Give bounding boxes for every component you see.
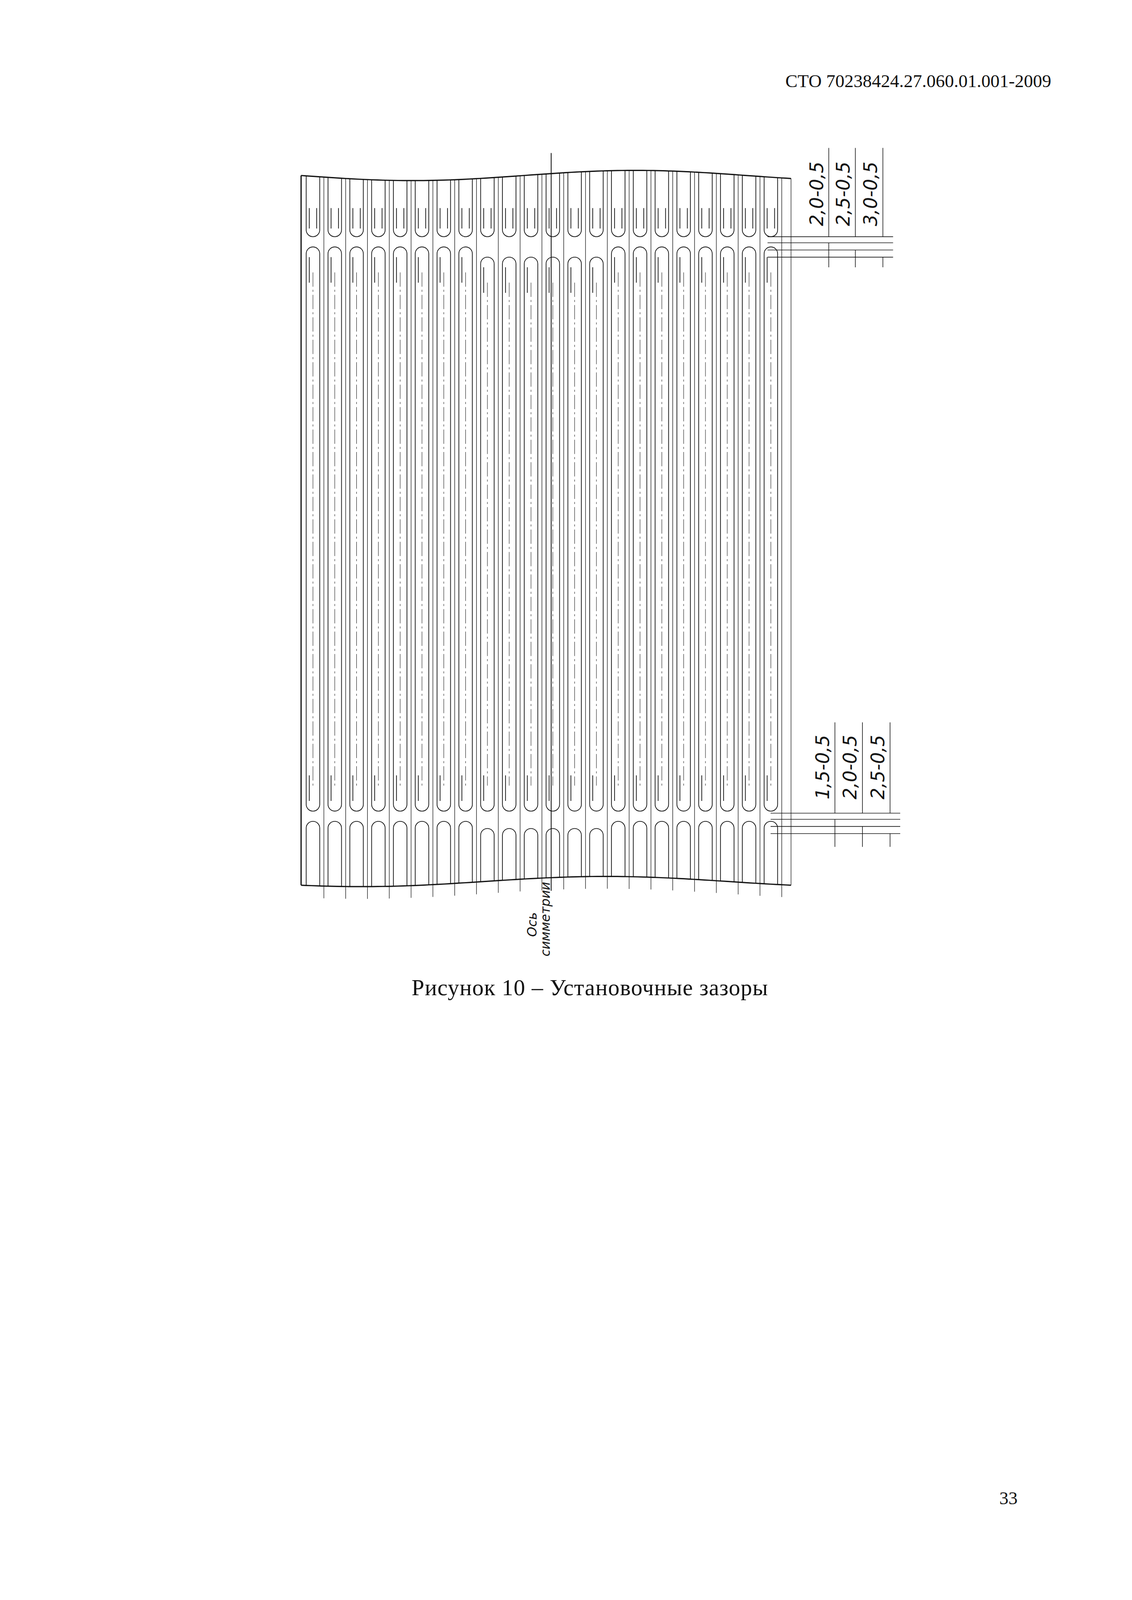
page-number: 33 [999, 1487, 1018, 1509]
drawing-lines [301, 147, 901, 903]
dimension-label: 2,5-0,5 [868, 733, 888, 802]
figure-caption: Рисунок 10 – Установочные зазоры [411, 974, 769, 1002]
document-code: СТО 70238424.27.060.01.001-2009 [785, 70, 1052, 92]
dimension-label: 1,5-0,5 [813, 733, 833, 802]
axis-label: Ось симметрии [525, 891, 553, 959]
dimension-label: 2,0-0,5 [840, 733, 860, 802]
dimension-label: 3,0-0,5 [860, 159, 881, 229]
dimension-label: 2,5-0,5 [833, 159, 853, 229]
dimension-label: 2,0-0,5 [807, 159, 827, 229]
